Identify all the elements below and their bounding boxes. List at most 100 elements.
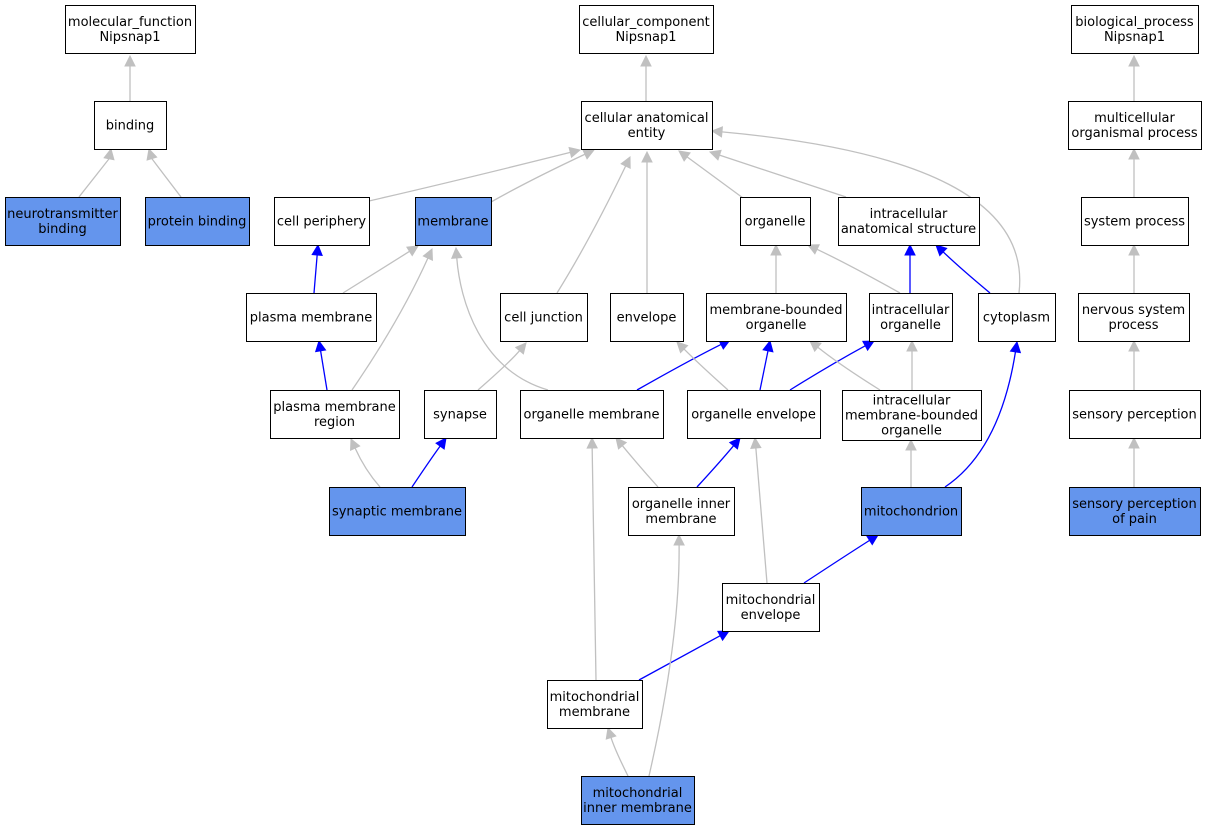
node-box[interactable] xyxy=(1078,293,1190,342)
edge-arrowhead xyxy=(314,339,327,353)
node-box[interactable] xyxy=(581,101,713,150)
node-box[interactable] xyxy=(94,101,167,150)
edge-io-to-ias xyxy=(904,243,916,293)
edge-arrowhead xyxy=(641,150,653,163)
edge-line xyxy=(648,544,680,777)
edge-line xyxy=(151,158,182,198)
node-box[interactable] xyxy=(270,390,400,439)
node-label-line: intracellular xyxy=(872,303,950,318)
node-box[interactable] xyxy=(65,5,196,54)
node-label-line: cellular_component xyxy=(582,15,710,30)
node-box[interactable] xyxy=(842,390,982,441)
node-box[interactable] xyxy=(687,390,821,439)
go-term-node-cper[interactable]: cell periphery xyxy=(274,197,370,246)
node-box[interactable] xyxy=(415,197,492,246)
go-term-node-cj[interactable]: cell junction xyxy=(500,293,588,342)
go-term-node-oe[interactable]: organelle envelope xyxy=(687,390,821,439)
go-term-node-sp[interactable]: sensory perception xyxy=(1069,390,1201,439)
node-box[interactable] xyxy=(500,293,588,342)
node-box[interactable] xyxy=(978,293,1056,342)
node-box[interactable] xyxy=(861,487,962,536)
node-box[interactable] xyxy=(722,583,820,632)
edge-line xyxy=(686,156,744,199)
node-box[interactable] xyxy=(581,776,695,825)
edge-nsp-to-sysp xyxy=(1128,243,1140,293)
edge-arrowhead xyxy=(862,340,875,352)
go-term-node-synm[interactable]: synaptic membrane xyxy=(329,487,466,536)
node-box[interactable] xyxy=(1069,390,1201,439)
node-box[interactable] xyxy=(1071,5,1199,54)
go-term-node-sysp[interactable]: system process xyxy=(1081,197,1189,246)
go-term-node-mito[interactable]: mitochondrion xyxy=(861,487,962,536)
node-label-line: molecular_function xyxy=(68,15,192,30)
edge-arrowhead xyxy=(1128,54,1140,67)
node-label-line: intracellular xyxy=(873,394,951,409)
node-box[interactable] xyxy=(628,487,735,536)
edge-line xyxy=(789,345,866,391)
node-box[interactable] xyxy=(145,197,250,246)
edge-line xyxy=(313,254,318,294)
node-box[interactable] xyxy=(520,390,664,439)
edge-cae-to-cc_root xyxy=(640,54,652,101)
go-term-node-cyt[interactable]: cytoplasm xyxy=(978,293,1056,342)
go-term-node-om[interactable]: organelle membrane xyxy=(520,390,664,439)
edge-arrowhead xyxy=(809,340,822,353)
node-box[interactable] xyxy=(1069,487,1201,536)
node-box[interactable] xyxy=(610,293,684,342)
node-box[interactable] xyxy=(869,293,953,342)
node-box[interactable] xyxy=(547,680,643,729)
edge-oe-to-env xyxy=(676,341,729,391)
edge-pb-to-binding xyxy=(146,147,182,198)
node-box[interactable] xyxy=(740,197,811,246)
node-label-line: cell junction xyxy=(504,311,583,326)
go-term-node-pm[interactable]: plasma membrane xyxy=(246,293,377,342)
node-label-line: membrane xyxy=(645,512,716,527)
go-term-node-mem[interactable]: membrane xyxy=(415,197,492,246)
node-box[interactable] xyxy=(1068,101,1202,150)
node-label-line: region xyxy=(314,415,355,430)
go-term-node-syn[interactable]: synapse xyxy=(424,390,497,439)
node-box[interactable] xyxy=(274,197,370,246)
node-box[interactable] xyxy=(329,487,466,536)
node-label-line: anatomical structure xyxy=(841,222,976,237)
edge-arrowhead xyxy=(124,54,136,67)
go-term-node-env[interactable]: envelope xyxy=(610,293,684,342)
node-box[interactable] xyxy=(424,390,497,439)
edge-arrowhead xyxy=(905,438,917,451)
edge-arrowhead xyxy=(676,341,689,354)
node-box[interactable] xyxy=(246,293,377,342)
edge-arrowhead xyxy=(582,149,596,160)
node-box[interactable] xyxy=(838,197,980,246)
node-box[interactable] xyxy=(5,197,121,246)
go-term-node-pb[interactable]: protein binding xyxy=(145,197,250,246)
edge-line xyxy=(817,346,881,391)
node-label-line: organelle xyxy=(881,424,942,439)
node-box[interactable] xyxy=(1081,197,1189,246)
node-box[interactable] xyxy=(706,293,847,342)
edge-arrowhead xyxy=(710,126,723,138)
node-box[interactable] xyxy=(579,5,714,54)
edge-arrowhead xyxy=(1128,339,1140,352)
edge-org-to-cae xyxy=(678,150,744,199)
node-label-line: inner membrane xyxy=(583,801,692,816)
node-label-line: plasma membrane xyxy=(250,311,373,326)
go-term-node-binding[interactable]: binding xyxy=(94,101,167,150)
go-term-node-org[interactable]: organelle xyxy=(740,197,811,246)
